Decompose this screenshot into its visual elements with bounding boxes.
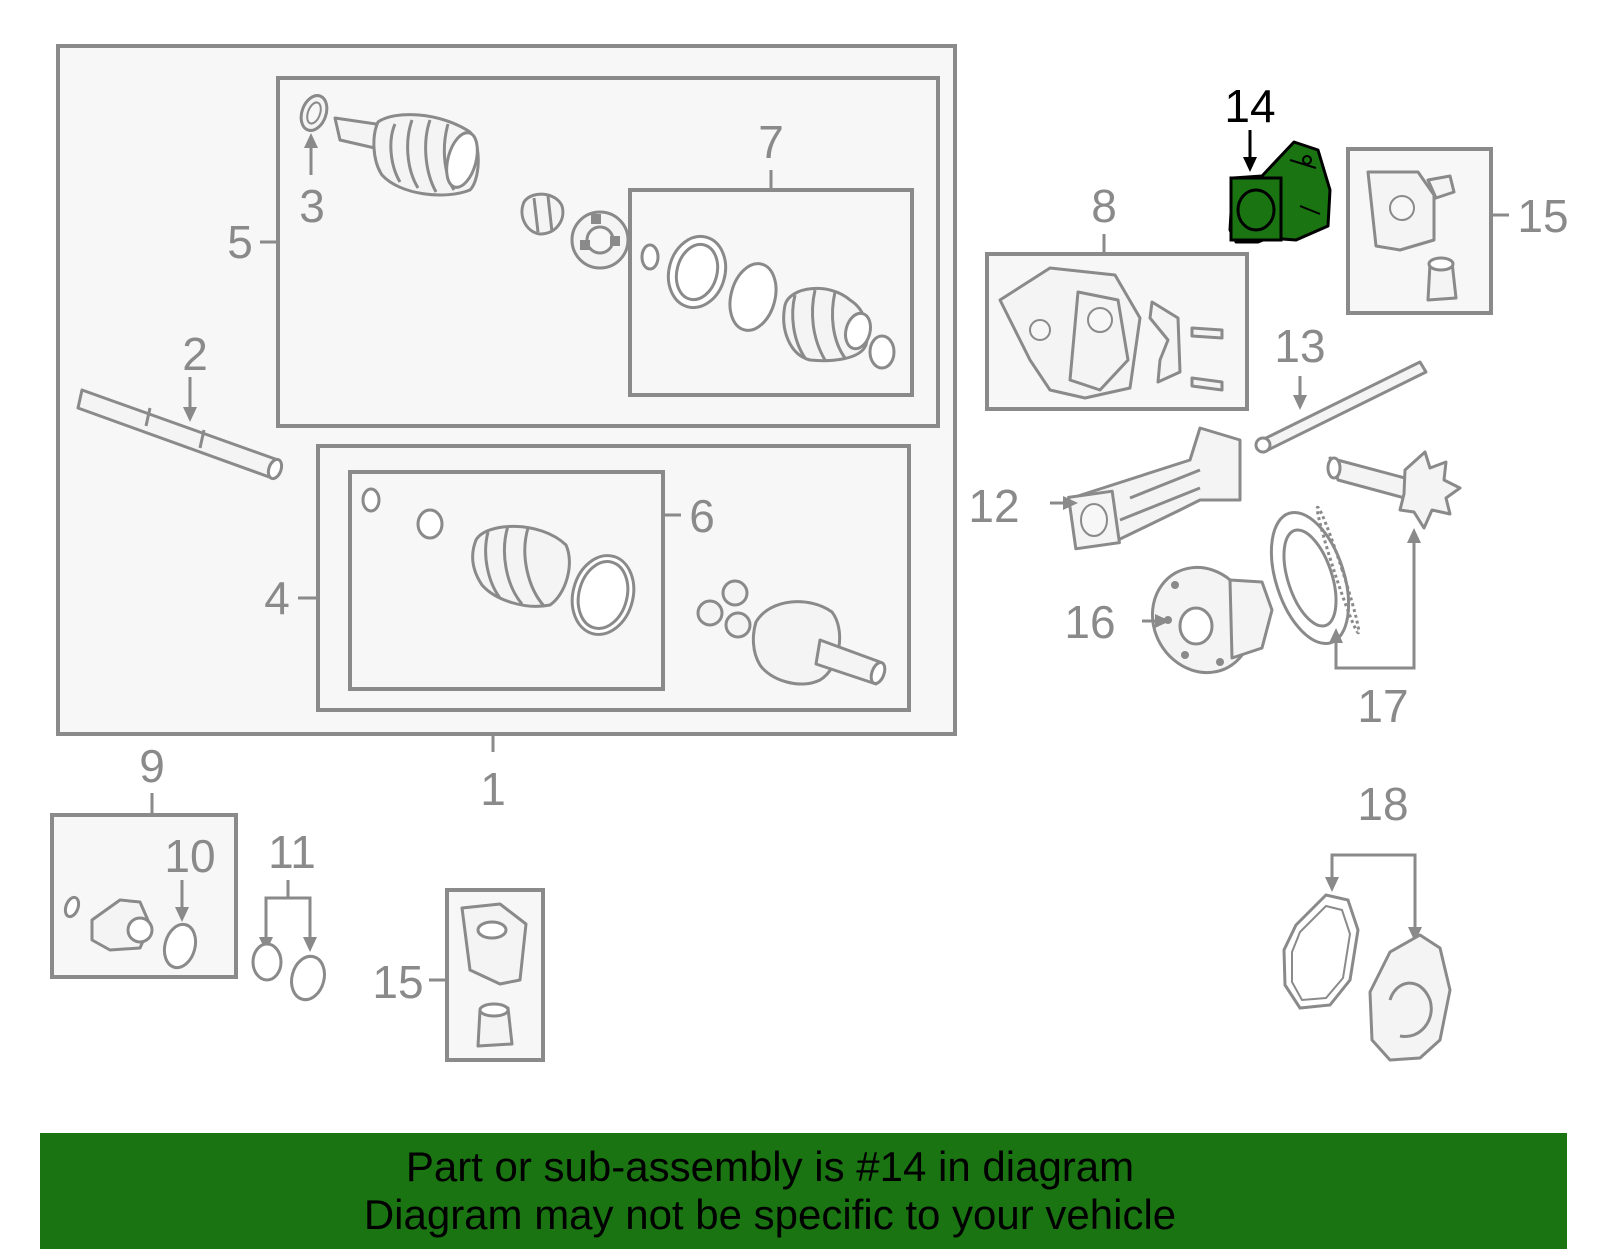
part-7-boot-kit	[640, 234, 896, 370]
callout-11: 11	[268, 826, 316, 878]
part-3-snap-ring	[299, 94, 329, 175]
callout-8: 8	[1091, 180, 1117, 232]
banner-line-1: Part or sub-assembly is #14 in diagram	[405, 1143, 1135, 1190]
seal-kit-box	[50, 793, 238, 979]
part-17-ring-and-pinion	[1269, 450, 1462, 670]
callout-10: 10	[164, 830, 215, 882]
callout-7: 7	[758, 116, 784, 168]
callout-5: 5	[227, 216, 253, 268]
callout-18: 18	[1357, 778, 1408, 830]
callout-4: 4	[264, 572, 290, 624]
part-14-highlighted-mount	[1228, 130, 1332, 244]
callout-17: 17	[1357, 680, 1408, 732]
callout-1: 1	[480, 763, 506, 815]
part-11-seals	[251, 880, 326, 1002]
part-6-inner-boot-kit	[361, 487, 636, 636]
part-2-axle-shaft	[76, 377, 284, 481]
callout-6: 6	[689, 490, 715, 542]
callout-16: 16	[1064, 596, 1115, 648]
callout-15-top: 15	[1517, 190, 1568, 242]
part-13-axle-shaft	[1254, 360, 1428, 454]
callout-2: 2	[182, 328, 208, 380]
callout-9: 9	[139, 740, 165, 792]
differential-carrier-box	[985, 234, 1249, 411]
part-12-axle-tube	[1050, 426, 1242, 551]
part-5-outer-cv-joint	[333, 113, 480, 197]
part-16-differential-case	[1142, 565, 1274, 675]
callout-12: 12	[968, 480, 1019, 532]
part-4-inner-joint	[696, 579, 887, 686]
callout-13: 13	[1274, 320, 1325, 372]
cv-inner-race	[520, 192, 565, 236]
info-banner: Part or sub-assembly is #14 in diagram D…	[40, 1133, 1567, 1249]
callout-14: 14	[1224, 80, 1275, 132]
mount-bracket-box-top	[1346, 147, 1509, 315]
part-18-gasket-and-cover	[1282, 853, 1452, 1062]
callout-15-bottom: 15	[372, 956, 423, 1008]
callout-3: 3	[299, 180, 325, 232]
banner-line-2: Diagram may not be specific to your vehi…	[363, 1191, 1177, 1238]
mount-bracket-box-bottom	[429, 888, 545, 1062]
cv-cage	[570, 210, 630, 270]
